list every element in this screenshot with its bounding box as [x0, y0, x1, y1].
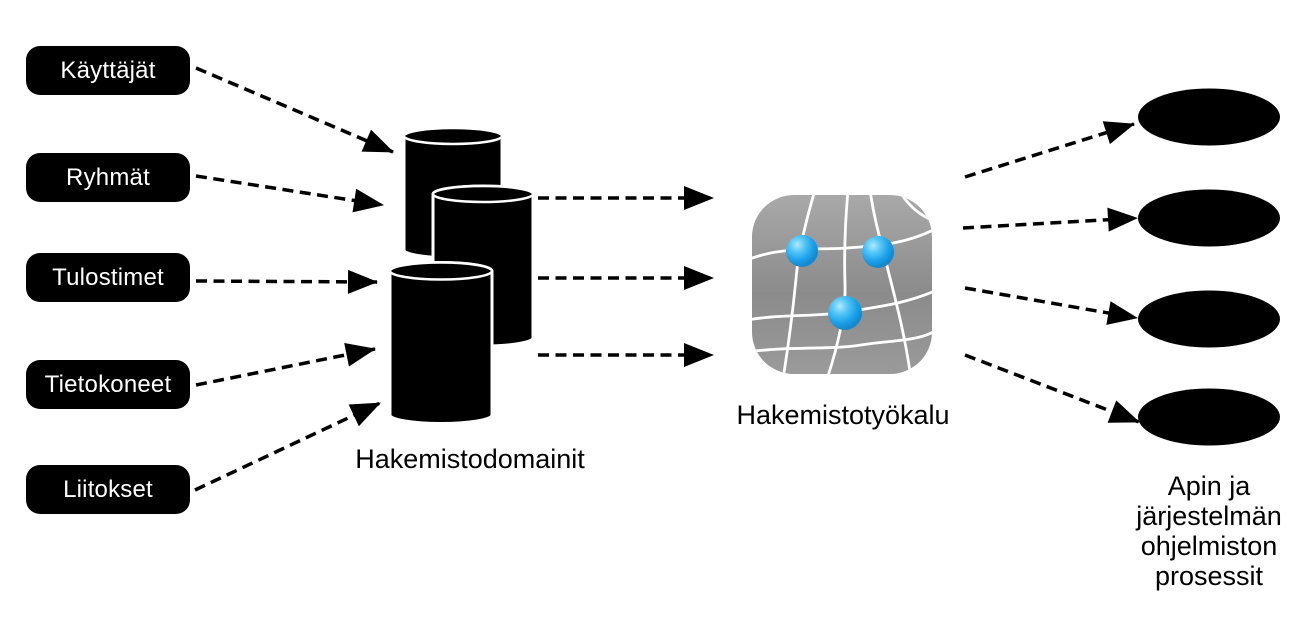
source-box-tulostimet: Tulostimet — [26, 253, 190, 302]
source-box-ryhmat: Ryhmät — [26, 153, 190, 202]
arrow-tietokoneet-to-domains — [195, 342, 376, 387]
arrow-utility-to-process-1 — [964, 121, 1135, 179]
source-label: Liitokset — [63, 475, 153, 503]
source-box-liitokset: Liitokset — [26, 465, 190, 514]
process-ellipse-2 — [1138, 189, 1280, 247]
source-label: Tulostimet — [52, 263, 164, 291]
directory-utility-network-globe-icon — [752, 195, 932, 374]
source-label: Tietokoneet — [44, 370, 172, 398]
arrow-utility-to-process-3 — [964, 286, 1138, 325]
node-top-left — [786, 235, 818, 267]
source-box-kayttajat: Käyttäjät — [26, 46, 190, 95]
directory-domains-caption: Hakemistodomainit — [355, 444, 585, 474]
processes-caption: Apin ja järjestelmän ohjelmiston prosess… — [1136, 471, 1282, 591]
process-ellipses — [1138, 88, 1280, 446]
arrow-kayttajat-to-domains — [195, 66, 394, 154]
arrow-ryhmat-to-domains — [195, 174, 384, 213]
process-ellipse-3 — [1138, 290, 1280, 348]
arrow-utility-to-process-2 — [962, 207, 1138, 232]
network-nodes — [786, 235, 894, 330]
node-bottom-center — [828, 296, 862, 330]
arrow-tulostimet-to-domains — [195, 269, 378, 294]
source-label: Ryhmät — [66, 163, 150, 191]
cylinder-front — [388, 261, 494, 425]
process-ellipse-4 — [1138, 388, 1280, 446]
node-top-right — [862, 236, 894, 268]
source-label: Käyttäjät — [60, 56, 156, 84]
process-ellipse-1 — [1138, 88, 1280, 146]
directory-domains-cylinders — [388, 126, 535, 425]
arrow-utility-to-process-4 — [964, 353, 1140, 424]
source-box-tietokoneet: Tietokoneet — [26, 360, 190, 409]
globe-grid-lines — [752, 195, 932, 374]
directory-utility-caption: Hakemistotyökalu — [736, 400, 950, 430]
